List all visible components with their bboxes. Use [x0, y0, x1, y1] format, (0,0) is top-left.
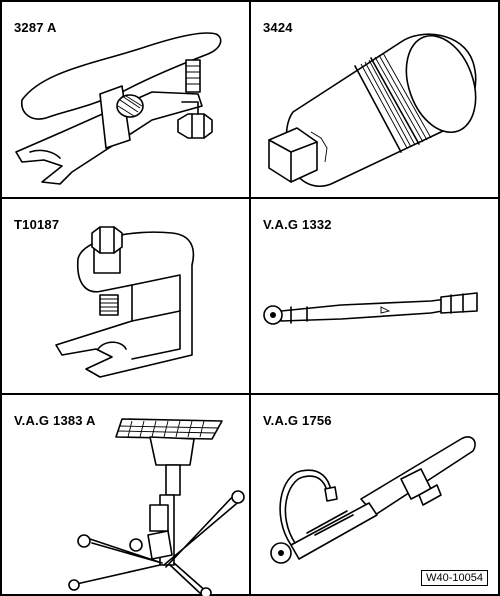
tool-label: V.A.G 1756: [263, 413, 332, 428]
tool-label: 3287 A: [14, 20, 57, 35]
tool-label: 3424: [263, 20, 293, 35]
tool-label: V.A.G 1383 A: [14, 413, 96, 428]
press-clamp-icon: [55, 226, 195, 378]
tool-cell-vag1756: V.A.G 1756 W40-10054: [249, 393, 500, 596]
tool-cell-3424: 3424: [249, 0, 500, 199]
tool-label: V.A.G 1332: [263, 217, 332, 232]
tool-cell-vag1383a: V.A.G 1383 A: [0, 393, 251, 596]
tool-cell-vag1332: V.A.G 1332: [249, 197, 500, 395]
ball-joint-puller-icon: [15, 32, 222, 185]
torque-wrench-icon: [263, 292, 478, 325]
tool-label: T10187: [14, 217, 60, 232]
tool-cell-t10187: T10187: [0, 197, 251, 395]
tool-cell-3287a: 3287 A: [0, 0, 251, 199]
socket-adapter-icon: [268, 33, 477, 187]
torque-wrench-flexible-icon: [270, 436, 476, 564]
transmission-jack-icon: [68, 418, 245, 596]
figure-reference: W40-10054: [421, 570, 488, 586]
